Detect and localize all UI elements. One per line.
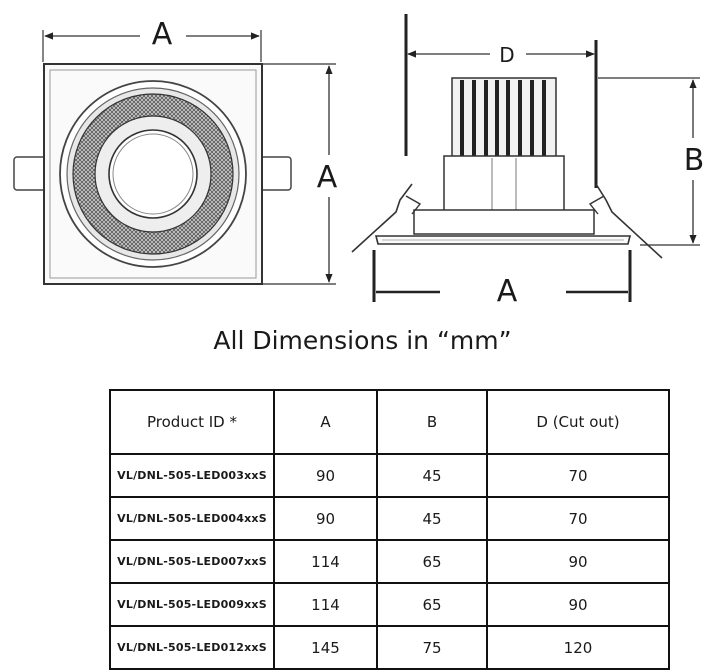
product-id-cell: VL/DNL-505-LED009xxS [109, 582, 275, 627]
product-id-cell: VL/DNL-505-LED007xxS [109, 539, 275, 584]
a-cell: 145 [273, 625, 378, 670]
product-dimensions-table: Product ID * A B D (Cut out) VL/DNL-505-… [109, 389, 670, 670]
front-height-dim-label: A [317, 160, 338, 195]
b-cell: 45 [376, 453, 488, 498]
a-cell: 114 [273, 539, 378, 584]
dimensions-caption: All Dimensions in “mm” [213, 326, 512, 355]
table-header-row: Product ID * A B D (Cut out) [109, 389, 670, 455]
header-d-cutout: D (Cut out) [486, 389, 670, 455]
d-cell: 70 [486, 453, 670, 498]
a-cell: 90 [273, 453, 378, 498]
b-cell: 65 [376, 582, 488, 627]
table-row: VL/DNL-505-LED003xxS 90 45 70 [109, 453, 670, 498]
b-cell: 75 [376, 625, 488, 670]
b-cell: 65 [376, 539, 488, 584]
technical-drawing: A A D B [13, 14, 705, 309]
b-cell: 45 [376, 496, 488, 541]
a-cell: 114 [273, 582, 378, 627]
product-id-cell: VL/DNL-505-LED012xxS [109, 625, 275, 670]
product-id-cell: VL/DNL-505-LED004xxS [109, 496, 275, 541]
d-cell: 90 [486, 582, 670, 627]
header-product-id: Product ID * [109, 389, 275, 455]
table-row: VL/DNL-505-LED012xxS 145 75 120 [109, 625, 670, 670]
side-width-dim-label: A [497, 274, 518, 309]
front-view: A A [13, 17, 338, 285]
a-cell: 90 [273, 496, 378, 541]
table-row: VL/DNL-505-LED004xxS 90 45 70 [109, 496, 670, 541]
d-cell: 70 [486, 496, 670, 541]
height-dim-label: B [684, 143, 705, 178]
side-view: D B [351, 14, 705, 309]
cutout-dim-label: D [499, 43, 514, 67]
header-a: A [273, 389, 378, 455]
table-row: VL/DNL-505-LED007xxS 114 65 90 [109, 539, 670, 584]
product-id-cell: VL/DNL-505-LED003xxS [109, 453, 275, 498]
table-row: VL/DNL-505-LED009xxS 114 65 90 [109, 582, 670, 627]
d-cell: 90 [486, 539, 670, 584]
header-b: B [376, 389, 488, 455]
front-width-dim-label: A [152, 17, 173, 52]
d-cell: 120 [486, 625, 670, 670]
